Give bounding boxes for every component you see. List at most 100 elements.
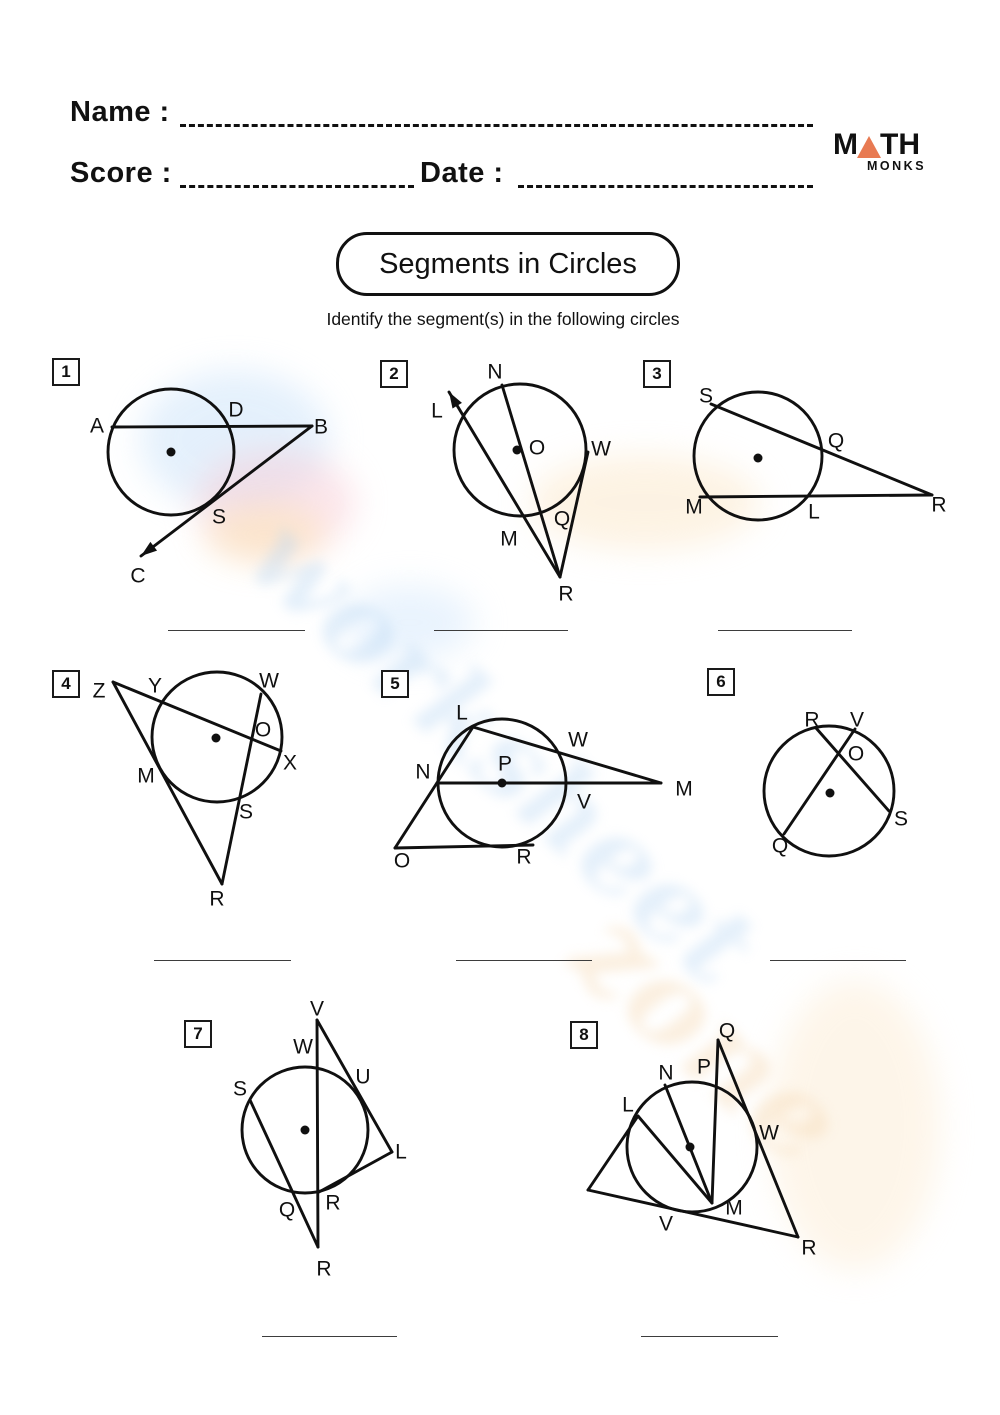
name-label: Name :: [70, 96, 170, 128]
segment-line: [110, 424, 314, 429]
segment-line: [248, 1098, 320, 1249]
point-label-P: P: [498, 753, 512, 776]
arrowhead-icon: [449, 392, 462, 409]
point-label-L: L: [808, 501, 820, 524]
problem-7-number-badge: 7: [184, 1020, 212, 1048]
point-label-Z: Z: [93, 680, 106, 703]
logo-th: TH: [880, 128, 920, 161]
point-label-S: S: [894, 808, 908, 831]
point-label-S: S: [233, 1078, 247, 1101]
point-label-S: S: [239, 801, 253, 824]
center-dot: [512, 445, 522, 455]
problem-2-answer-line: [434, 630, 568, 631]
circle: [240, 1065, 370, 1195]
segment-line: [586, 1114, 640, 1192]
point-label-S: S: [699, 385, 713, 408]
segment-line: [709, 402, 934, 497]
point-label-V: V: [659, 1213, 673, 1236]
math-monks-logo: M TH MONKS: [833, 128, 943, 174]
name-blank-line: [180, 124, 813, 127]
point-label-W: W: [591, 438, 611, 461]
point-label-Q: Q: [554, 508, 570, 531]
date-label: Date :: [420, 157, 504, 189]
center-dot: [753, 453, 763, 463]
circle: [150, 670, 284, 804]
segment-line: [782, 727, 857, 836]
point-label-M: M: [685, 496, 703, 519]
point-label-R: R: [209, 888, 224, 911]
point-label-N: N: [658, 1062, 673, 1085]
point-label-M: M: [725, 1197, 743, 1220]
point-label-P: P: [697, 1056, 711, 1079]
point-label-R: R: [558, 583, 573, 606]
score-blank-line: [180, 185, 414, 188]
problem-8-answer-line: [641, 1336, 778, 1337]
point-label-B: B: [314, 416, 328, 439]
point-label-R: R: [804, 709, 819, 732]
circle: [692, 390, 824, 522]
point-label-W: W: [259, 670, 279, 693]
point-label-W: W: [293, 1036, 313, 1059]
segment-line: [447, 390, 562, 579]
point-label-R: R: [316, 1258, 331, 1281]
center-dot: [166, 447, 176, 457]
segment-line: [636, 1114, 714, 1205]
problem-5-number-badge: 5: [381, 670, 409, 698]
point-label-R: R: [516, 846, 531, 869]
circle: [762, 724, 896, 858]
segment-line: [111, 680, 224, 886]
point-label-O: O: [848, 743, 864, 766]
segment-line: [315, 1018, 394, 1154]
point-label-L: L: [431, 400, 443, 423]
segment-line: [500, 383, 562, 579]
point-label-Q: Q: [279, 1199, 295, 1222]
segment-line: [139, 424, 314, 558]
point-label-C: C: [130, 565, 145, 588]
point-label-Y: Y: [148, 675, 162, 698]
logo-monks: MONKS: [867, 159, 927, 173]
circle: [452, 382, 588, 518]
problem-5-answer-line: [456, 960, 592, 961]
center-dot: [300, 1125, 310, 1135]
logo-m: M: [833, 128, 858, 161]
point-label-D: D: [228, 399, 243, 422]
point-label-L: L: [395, 1141, 407, 1164]
problem-3-number-badge: 3: [643, 360, 671, 388]
problem-1-answer-line: [168, 630, 305, 631]
point-label-M: M: [675, 778, 693, 801]
point-label-W: W: [568, 729, 588, 752]
point-label-M: M: [500, 528, 518, 551]
segment-line: [393, 725, 475, 850]
segment-line: [710, 1038, 720, 1205]
segment-line: [698, 493, 934, 499]
point-label-R: R: [325, 1192, 340, 1215]
problem-3-answer-line: [718, 630, 852, 631]
point-label-R: R: [801, 1237, 816, 1260]
page-title: Segments in Circles: [379, 247, 637, 280]
problem-4-answer-line: [154, 960, 291, 961]
center-dot: [211, 733, 221, 743]
problem-1-diagram: A D B S C: [90, 387, 328, 588]
point-label-V: V: [577, 791, 591, 814]
point-label-S: S: [212, 506, 226, 529]
point-label-N: N: [415, 761, 430, 784]
point-label-Q: Q: [772, 835, 788, 858]
point-label-Q: Q: [719, 1020, 735, 1043]
segment-line: [471, 725, 663, 785]
point-label-W: W: [759, 1122, 779, 1145]
problem-7-answer-line: [262, 1336, 397, 1337]
point-label-O: O: [394, 850, 410, 873]
point-label-A: A: [90, 415, 104, 438]
date-blank-line: [518, 185, 813, 188]
point-label-O: O: [529, 437, 545, 460]
logo-triangle-icon: [857, 136, 881, 158]
segment-line: [393, 843, 535, 850]
problem-1-number-badge: 1: [52, 358, 80, 386]
